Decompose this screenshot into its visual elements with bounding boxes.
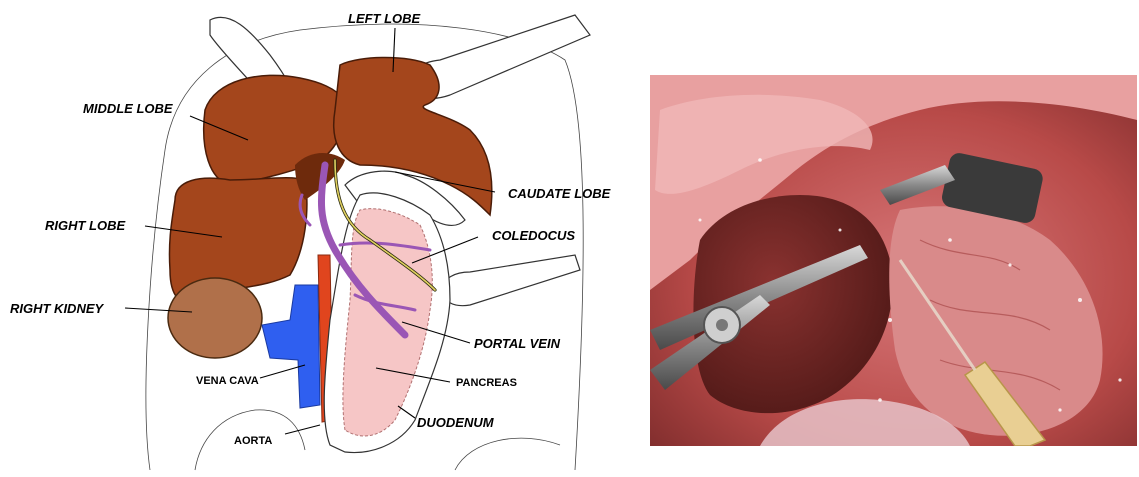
label-coledocus: COLEDOCUS <box>492 228 575 243</box>
label-middle-lobe: MIDDLE LOBE <box>83 101 173 116</box>
label-right-lobe: RIGHT LOBE <box>45 218 125 233</box>
anatomy-diagram: LEFT LOBE MIDDLE LOBE CAUDATE LOBE RIGHT… <box>10 11 611 470</box>
label-aorta: AORTA <box>234 435 272 447</box>
surgical-photo <box>650 75 1137 446</box>
label-portal-vein: PORTAL VEIN <box>474 336 561 351</box>
label-pancreas: PANCREAS <box>456 377 517 389</box>
vena-cava <box>262 285 320 408</box>
label-right-kidney: RIGHT KIDNEY <box>10 301 105 316</box>
label-duodenum: DUODENUM <box>417 415 495 430</box>
right-kidney <box>168 278 262 358</box>
label-left-lobe: LEFT LOBE <box>348 11 421 26</box>
leader-aorta <box>285 425 320 434</box>
label-caudate-lobe: CAUDATE LOBE <box>508 186 611 201</box>
retractor-right <box>442 255 580 306</box>
label-vena-cava: VENA CAVA <box>196 375 259 387</box>
photo-clamp-screw <box>716 319 728 331</box>
